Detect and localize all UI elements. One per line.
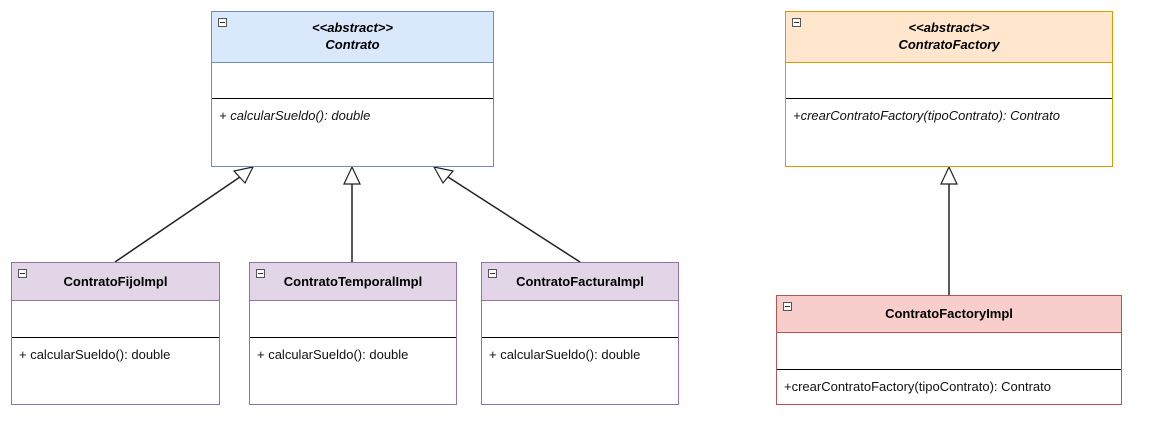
inheritance-arrowhead-icon bbox=[232, 166, 255, 185]
collapse-icon[interactable] bbox=[218, 18, 227, 27]
attributes-section bbox=[12, 300, 219, 337]
class-contrato-factory-impl[interactable]: ContratoFactoryImpl +crearContratoFactor… bbox=[776, 295, 1122, 405]
edge-factura-to-contrato bbox=[432, 166, 581, 263]
class-header: ContratoFijoImpl bbox=[12, 263, 219, 300]
attributes-section bbox=[777, 332, 1121, 369]
operations-section: + calcularSueldo(): double bbox=[482, 337, 678, 404]
attributes-section bbox=[250, 300, 456, 337]
collapse-icon[interactable] bbox=[18, 269, 27, 278]
class-name: ContratoTemporalImpl bbox=[283, 274, 423, 289]
operation: + calcularSueldo(): double bbox=[219, 108, 371, 123]
operation: +crearContratoFactory(tipoContrato): Con… bbox=[793, 108, 1060, 123]
class-header: ContratoFactoryImpl bbox=[777, 296, 1121, 332]
class-contrato[interactable]: <<abstract>> Contrato + calcularSueldo()… bbox=[211, 11, 494, 167]
operations-section: +crearContratoFactory(tipoContrato): Con… bbox=[777, 369, 1121, 404]
class-contrato-temporal-impl[interactable]: ContratoTemporalImpl + calcularSueldo():… bbox=[249, 262, 457, 405]
inheritance-arrowhead-icon bbox=[343, 165, 361, 185]
collapse-icon[interactable] bbox=[792, 18, 801, 27]
edge-fijo-to-contrato bbox=[114, 166, 255, 263]
attributes-section bbox=[482, 300, 678, 337]
operation: + calcularSueldo(): double bbox=[257, 347, 409, 362]
class-header: <<abstract>> Contrato bbox=[212, 12, 493, 62]
operations-section: + calcularSueldo(): double bbox=[250, 337, 456, 404]
class-stereotype: <<abstract>> bbox=[908, 20, 990, 35]
class-name: ContratoFacturaImpl bbox=[516, 274, 644, 289]
class-contrato-factura-impl[interactable]: ContratoFacturaImpl + calcularSueldo(): … bbox=[481, 262, 679, 405]
class-name: ContratoFactory bbox=[898, 37, 1000, 52]
collapse-icon[interactable] bbox=[488, 269, 497, 278]
attributes-section bbox=[786, 62, 1112, 98]
operations-section: + calcularSueldo(): double bbox=[212, 98, 493, 166]
class-name: Contrato bbox=[325, 37, 380, 52]
class-name: ContratoFactoryImpl bbox=[885, 306, 1013, 321]
operation: + calcularSueldo(): double bbox=[19, 347, 171, 362]
operation: + calcularSueldo(): double bbox=[489, 347, 641, 362]
class-header: ContratoFacturaImpl bbox=[482, 263, 678, 300]
collapse-icon[interactable] bbox=[256, 269, 265, 278]
class-header: ContratoTemporalImpl bbox=[250, 263, 456, 300]
operations-section: +crearContratoFactory(tipoContrato): Con… bbox=[786, 98, 1112, 166]
class-stereotype: <<abstract>> bbox=[312, 20, 393, 35]
operation: +crearContratoFactory(tipoContrato): Con… bbox=[784, 379, 1051, 394]
class-contrato-fijo-impl[interactable]: ContratoFijoImpl + calcularSueldo(): dou… bbox=[11, 262, 220, 405]
operations-section: + calcularSueldo(): double bbox=[12, 337, 219, 404]
class-header: <<abstract>> ContratoFactory bbox=[786, 12, 1112, 62]
class-contrato-factory[interactable]: <<abstract>> ContratoFactory +crearContr… bbox=[785, 11, 1113, 167]
attributes-section bbox=[212, 62, 493, 98]
class-name: ContratoFijoImpl bbox=[63, 274, 168, 289]
collapse-icon[interactable] bbox=[783, 302, 792, 311]
inheritance-arrowhead-icon bbox=[432, 166, 455, 185]
edge-factoryimpl-to-factory bbox=[940, 165, 958, 295]
edge-temporal-to-contrato bbox=[343, 165, 361, 262]
inheritance-arrowhead-icon bbox=[940, 165, 958, 185]
